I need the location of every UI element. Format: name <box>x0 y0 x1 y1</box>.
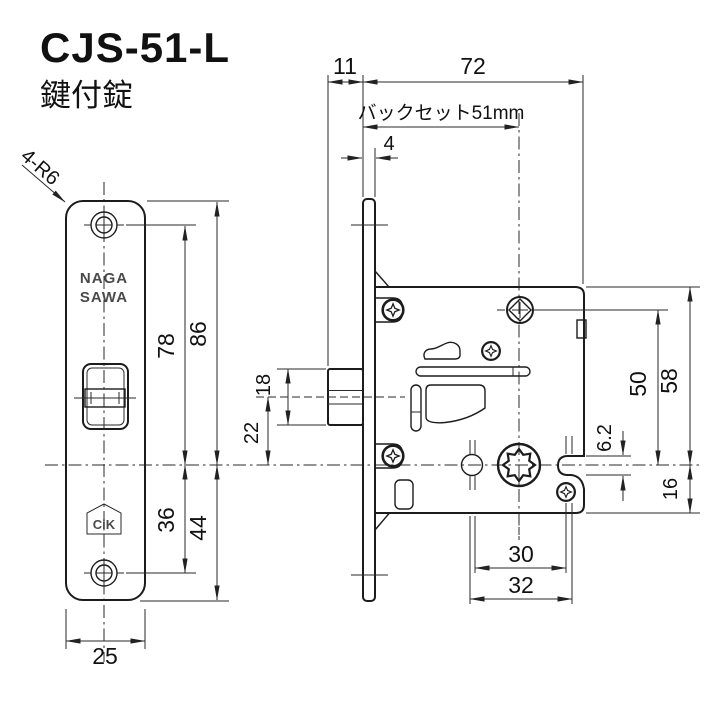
dim-44: 44 <box>140 464 229 602</box>
dim-72-label: 72 <box>460 53 486 79</box>
deadbolt-window <box>425 384 486 424</box>
dim-36: 36 <box>126 464 196 574</box>
vertical-slot <box>410 384 422 432</box>
dim-58-label: 58 <box>656 368 682 394</box>
backset-label: バックセット51mm <box>358 102 525 124</box>
corner-radius-callout: 4-R6 <box>16 145 66 203</box>
corner-radius-label: 4-R6 <box>16 145 63 190</box>
brand-logo-line1: NAGA <box>80 270 128 287</box>
dim-18: 18 <box>253 368 326 426</box>
horizontal-slot <box>415 366 531 377</box>
front-view: NAGA SAWA CiK 4-R6 78 <box>16 145 229 669</box>
dim-72: 72 <box>362 53 584 284</box>
dim-25-label: 25 <box>92 643 118 669</box>
dim-30: 30 <box>474 541 567 571</box>
latch-bolt <box>256 368 405 426</box>
dim-25: 25 <box>65 609 146 669</box>
dim-44-label: 44 <box>185 515 211 541</box>
dim-78-label: 78 <box>153 333 179 359</box>
brand-logo-line2: SAWA <box>80 289 128 306</box>
dim-16-label: 16 <box>660 478 682 500</box>
dim-78: 78 <box>126 224 196 466</box>
adjust-screw <box>497 296 541 324</box>
maker-mark: CiK <box>86 503 122 535</box>
spindle-hub <box>496 442 542 488</box>
page-title: CJS-51-L <box>40 24 230 71</box>
cylinder-screw-icon <box>556 482 576 502</box>
dim-22: 22 <box>241 396 271 466</box>
dim-86-label: 86 <box>185 321 211 347</box>
latch-opening <box>74 363 136 430</box>
screw-hole-bottom <box>84 559 124 587</box>
case-screw-top-icon <box>381 298 405 322</box>
dim-58: 58 <box>656 286 693 466</box>
case-screw-bottom-icon <box>381 444 405 468</box>
dim-32-label: 32 <box>508 572 534 598</box>
dim-22-label: 22 <box>241 422 263 444</box>
dim-4-label: 4 <box>383 133 394 155</box>
spring-lever-cutout <box>423 341 461 360</box>
cylinder-hole <box>460 440 484 490</box>
dim-50: 50 <box>625 309 661 466</box>
dim-16: 16 <box>660 464 693 514</box>
page-subtitle: 鍵付錠 <box>40 78 133 113</box>
internal-screw-icon <box>481 341 501 361</box>
lower-cutout <box>394 479 414 510</box>
dim-50-label: 50 <box>625 371 651 397</box>
dim-11: 11 <box>327 53 364 366</box>
faceplate-edge <box>362 198 376 602</box>
edge-clip <box>576 319 587 339</box>
dim-11-label: 11 <box>333 53 357 79</box>
dim-32: 32 <box>469 572 573 602</box>
dim-36-label: 36 <box>153 507 179 533</box>
lock-case-outline <box>374 286 585 514</box>
dim-6-2-label: 6.2 <box>594 424 616 452</box>
faceplate-outline <box>65 200 146 601</box>
dim-4: 4 <box>341 133 398 197</box>
dim-18-label: 18 <box>253 374 275 396</box>
dim-6-2: 6.2 <box>594 424 626 501</box>
screw-hole-top <box>84 211 124 239</box>
dim-30-label: 30 <box>508 541 534 567</box>
dim-86: 86 <box>147 200 229 466</box>
side-view: 11 72 バックセット51mm 4 18 22 <box>241 53 700 604</box>
maker-mark-label: CiK <box>93 517 116 532</box>
dim-backset: バックセット51mm <box>358 102 525 130</box>
